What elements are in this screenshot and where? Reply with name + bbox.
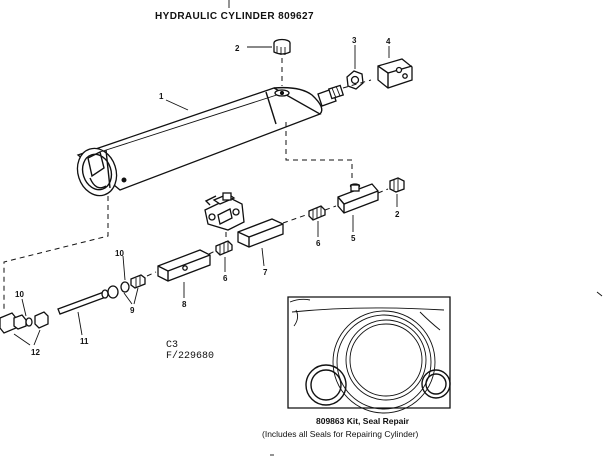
dash-6-to-5 bbox=[324, 205, 337, 211]
callout-5: 5 bbox=[351, 234, 356, 243]
nut-3 bbox=[346, 45, 364, 90]
callout-6-right: 6 bbox=[316, 239, 321, 248]
fitting-5 bbox=[337, 183, 379, 232]
clevis-4 bbox=[377, 46, 413, 89]
fitting-7 bbox=[237, 218, 284, 267]
fitting-12 bbox=[0, 311, 49, 346]
fitting-9 bbox=[107, 274, 146, 305]
dash-5-to-2 bbox=[377, 188, 389, 194]
nipple-6-left bbox=[215, 240, 233, 272]
dash-rod-to-nut bbox=[342, 79, 372, 89]
edge-mark bbox=[596, 291, 603, 297]
seal-kit-bag bbox=[287, 296, 451, 414]
callout-8: 8 bbox=[182, 300, 187, 309]
nipple-6-right bbox=[308, 205, 326, 237]
leader-1 bbox=[165, 99, 189, 111]
tube-11 bbox=[57, 289, 109, 336]
cylinder-body bbox=[76, 86, 323, 197]
dash-9-to-8 bbox=[146, 271, 157, 277]
dash-cylinder-to-12 bbox=[3, 196, 109, 310]
diagram-title: HYDRAULIC CYLINDER 809627 bbox=[155, 11, 314, 22]
dash-8-to-6 bbox=[208, 250, 216, 255]
cylinder-port-top bbox=[274, 89, 290, 97]
callout-7: 7 bbox=[263, 268, 268, 277]
callout-1: 1 bbox=[159, 92, 164, 101]
plug-2-top bbox=[273, 38, 291, 55]
valve-block bbox=[204, 192, 245, 231]
fitting-8 bbox=[157, 249, 211, 298]
callout-4: 4 bbox=[386, 37, 391, 46]
callout-3: 3 bbox=[352, 36, 357, 45]
cylinder-rod-end bbox=[317, 84, 345, 107]
callout-11: 11 bbox=[80, 337, 89, 346]
code-line-2: F/229680 bbox=[166, 350, 214, 362]
kit-label: 809863 Kit, Seal Repair bbox=[316, 416, 410, 426]
callout-12: 12 bbox=[31, 348, 40, 357]
plug-2-right bbox=[389, 177, 405, 207]
callout-10-upper: 10 bbox=[115, 249, 124, 258]
kit-note: (Includes all Seals for Repairing Cylind… bbox=[262, 429, 419, 439]
dash-7-to-6 bbox=[282, 214, 307, 224]
callout-9: 9 bbox=[130, 306, 135, 315]
callout-2-top: 2 bbox=[235, 44, 240, 53]
dash-port-to-5 bbox=[285, 122, 353, 182]
leader-10-lower bbox=[21, 298, 27, 317]
callout-10-lower: 10 bbox=[15, 290, 24, 299]
callout-6-left: 6 bbox=[223, 274, 228, 283]
leader-10-upper bbox=[122, 255, 126, 281]
code-line-1: C3 bbox=[166, 340, 178, 351]
callout-2-right: 2 bbox=[395, 210, 400, 219]
